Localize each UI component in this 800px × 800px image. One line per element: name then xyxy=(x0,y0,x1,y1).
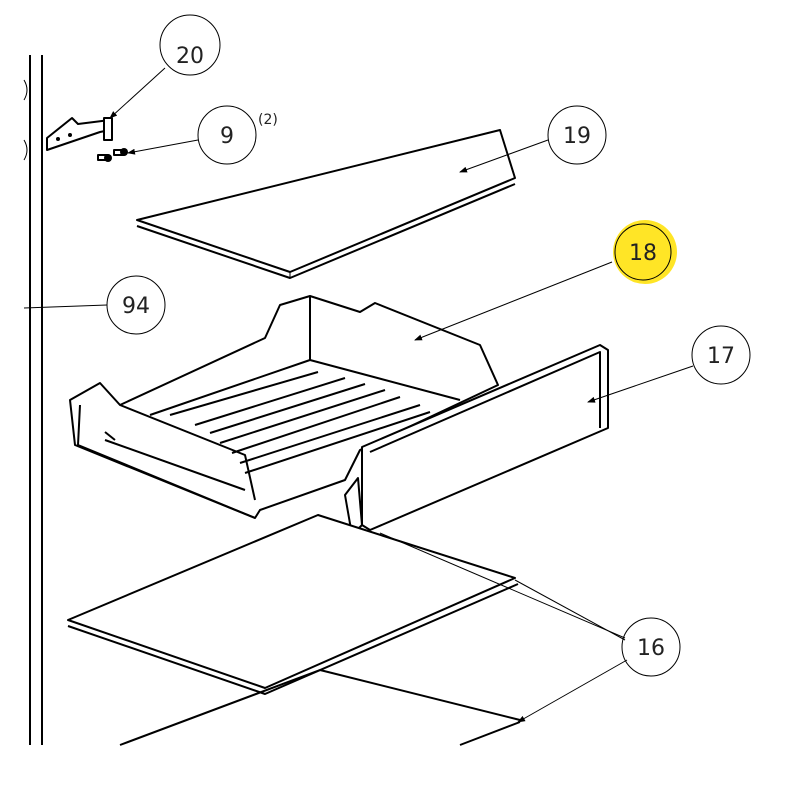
callout-16-label: 16 xyxy=(637,636,665,661)
callout-20-label: 20 xyxy=(176,44,204,69)
callout-19: 19 xyxy=(547,105,607,165)
callout-9-label: 9 xyxy=(220,124,234,149)
callout-18-label: 18 xyxy=(629,241,657,266)
callout-16: 16 xyxy=(621,617,681,677)
screws xyxy=(97,148,128,162)
callout-9-quantity: (2) xyxy=(258,112,278,128)
drawer-front-17 xyxy=(344,344,609,536)
callout-20: 20 xyxy=(159,14,221,76)
crisper-drawer-18 xyxy=(69,295,499,519)
callout-94: 94 xyxy=(106,275,166,335)
glass-shelf-19 xyxy=(136,129,516,279)
callout-17: 17 xyxy=(691,325,751,385)
hinge-bracket xyxy=(46,117,113,151)
leader-lines xyxy=(23,67,694,723)
cabinet-side-wall xyxy=(23,55,43,745)
callout-18: 18 xyxy=(613,220,677,284)
callout-94-label: 94 xyxy=(122,294,150,319)
callout-9: 9 (2) xyxy=(197,105,278,165)
glass-shelf-16 xyxy=(67,514,521,746)
drawer-floor-ribs xyxy=(169,371,431,474)
callout-19-label: 19 xyxy=(563,124,591,149)
callout-17-label: 17 xyxy=(707,344,735,369)
